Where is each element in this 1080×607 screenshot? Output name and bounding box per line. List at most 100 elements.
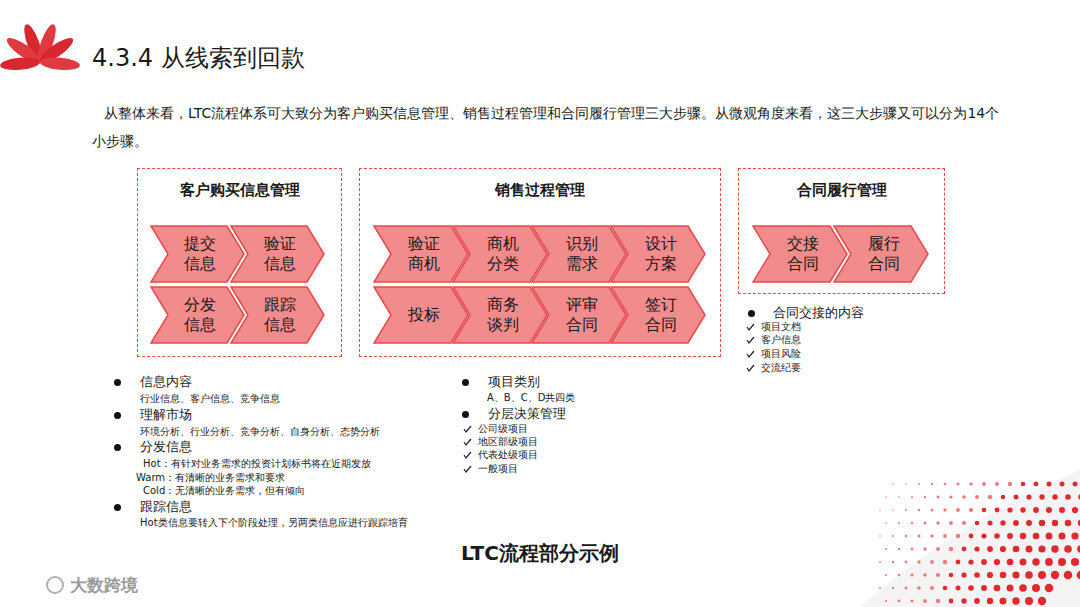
dot [1000, 572, 1007, 579]
dot [1051, 571, 1059, 579]
dot [885, 496, 887, 498]
bullet-dot [114, 379, 121, 386]
dot [892, 509, 894, 511]
dot [1013, 520, 1019, 526]
dot [1051, 545, 1058, 552]
dot [936, 573, 940, 577]
chevron-text-holder: 验证 商机 [387, 225, 461, 283]
dot [961, 598, 966, 603]
step-label: 识别 需求 [564, 234, 601, 274]
dot [1012, 597, 1019, 604]
chevron-fill [532, 226, 626, 282]
dot [1001, 495, 1006, 500]
chevron-step: 验证 商机 [373, 225, 469, 283]
bullet-dot [748, 310, 755, 317]
dot [1064, 545, 1072, 553]
dot [987, 546, 993, 552]
dot [879, 587, 881, 589]
dot [911, 548, 914, 551]
check-mark [464, 466, 471, 472]
dot [1026, 494, 1031, 499]
dot [1013, 546, 1020, 553]
dot [969, 482, 972, 485]
dot [924, 496, 926, 498]
dot [975, 521, 980, 526]
chevron-text-holder: 分发 信息 [164, 286, 237, 344]
dot [949, 599, 954, 604]
check-mark [464, 426, 471, 432]
dot [892, 483, 894, 485]
chevron-text-holder: 商机 分类 [466, 225, 540, 283]
dot [1025, 571, 1033, 579]
dot [1019, 584, 1027, 592]
dot [923, 573, 927, 577]
bullet-heading: 跟踪信息 [140, 499, 192, 515]
bullet-heading: 分层决策管理 [488, 406, 566, 422]
dot [961, 572, 966, 577]
chevron-fill [532, 287, 626, 343]
chevron-step: 投标 [373, 286, 469, 344]
bullet-detail: 公司级项目 [478, 423, 528, 435]
bullet-dot [114, 444, 121, 451]
chevron-text-holder: 设计 方案 [624, 225, 698, 283]
dot [898, 600, 901, 603]
dot [1059, 507, 1065, 513]
bullet-heading: 合同交接的内容 [773, 305, 864, 321]
dot [981, 559, 987, 565]
bullet-detail: 项目风险 [761, 348, 801, 360]
bullet-heading: 理解市场 [140, 407, 192, 423]
dot [905, 561, 908, 564]
bullet-detail: 环境分析、行业分析、竞争分析、自身分析、态势分析 [140, 426, 380, 438]
group-box: 销售过程管理验证 商机商机 分类识别 需求设计 方案投标商务 谈判评审 合同签订… [359, 168, 721, 357]
dot [1058, 558, 1066, 566]
check-mark [747, 337, 754, 343]
dot [981, 533, 986, 538]
dot [917, 586, 921, 590]
step-label: 验证 信息 [262, 234, 299, 274]
bullet-detail: 行业信息、客户信息、竞争信息 [140, 393, 280, 405]
dot [936, 521, 939, 524]
dot [911, 522, 913, 524]
dot [956, 534, 960, 538]
step-label: 验证 商机 [406, 234, 443, 274]
dot [879, 561, 881, 563]
figure-caption: LTC流程部分示例 [461, 540, 619, 567]
dot [898, 522, 900, 524]
bullet-detail: A、B、C、D共四类 [487, 392, 575, 404]
dot [974, 546, 979, 551]
dot [1026, 546, 1033, 553]
step-label: 评审 合同 [564, 295, 601, 335]
chevron-fill [611, 287, 705, 343]
chevron-fill [151, 226, 244, 282]
group-box: 客户购买信息管理提交 信息验证 信息分发 信息跟踪 信息 [137, 168, 342, 357]
dot [892, 535, 894, 537]
chevron-fill [834, 226, 928, 282]
dot [898, 496, 900, 498]
dot [988, 521, 993, 526]
dot [879, 535, 881, 537]
dot [1071, 532, 1078, 539]
dot [1038, 571, 1046, 579]
chevron-fill [374, 226, 468, 282]
dot [885, 600, 887, 602]
dot [1052, 520, 1058, 526]
dot [1071, 558, 1079, 566]
check-mark [747, 351, 754, 357]
dot [917, 560, 920, 563]
chevron-fill [753, 226, 847, 282]
step-label: 跟踪 信息 [262, 295, 299, 335]
chevron-text-holder: 签订 合同 [624, 286, 698, 344]
dot [1007, 533, 1013, 539]
check-mark [747, 365, 754, 371]
dot [956, 508, 960, 512]
chevron-step: 设计 方案 [610, 225, 706, 283]
bullet-detail: 项目文档 [761, 321, 801, 333]
dot [911, 496, 913, 498]
chevron-step: 履行 合同 [833, 225, 929, 283]
dot [949, 495, 952, 498]
chevron-step: 识别 需求 [531, 225, 627, 283]
dot [1060, 482, 1065, 487]
dot [905, 509, 907, 511]
dot [924, 522, 927, 525]
bullet-heading: 项目类别 [488, 374, 540, 390]
